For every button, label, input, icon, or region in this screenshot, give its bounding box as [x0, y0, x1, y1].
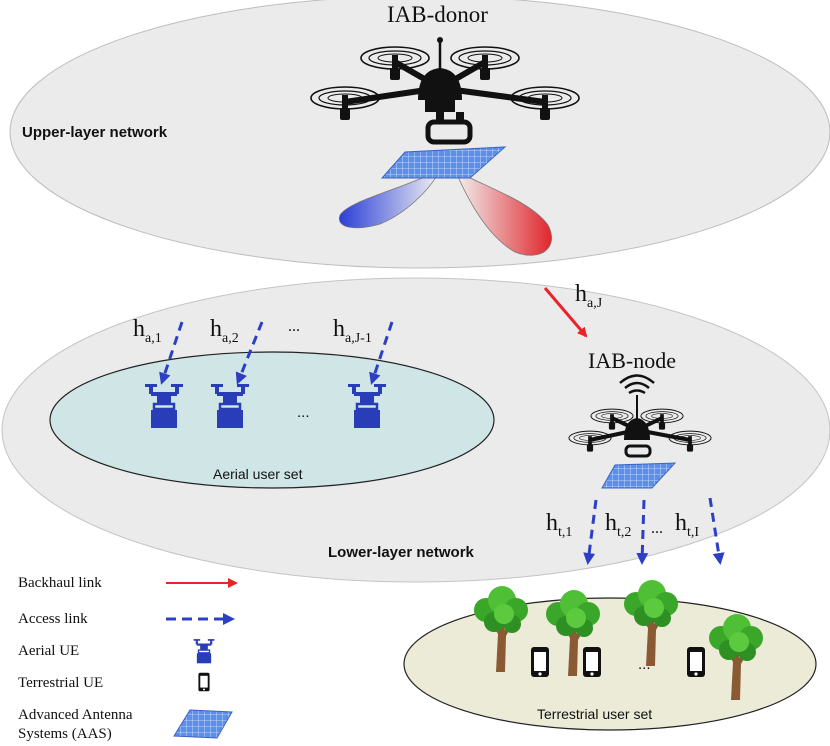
aerial-access-link-2	[235, 321, 264, 385]
aerial-channel-ellipsis: ...	[288, 318, 300, 335]
aerial-channel-label-2: ha,2	[210, 316, 239, 346]
red-beam	[454, 169, 552, 256]
legend-backhaul-label: Backhaul link	[18, 575, 102, 591]
aerial-channel-label-1: ha,1	[133, 316, 162, 346]
terrestrial-ue-2	[583, 647, 601, 677]
backhaul-channel-label: ha,J	[575, 281, 603, 311]
terrestrial-ue-3	[687, 647, 705, 677]
legend-aerial-ue-label: Aerial UE	[18, 643, 80, 659]
terrestrial-channel-label-2: ht,2	[605, 510, 632, 540]
legend-access-label: Access link	[18, 611, 88, 627]
backhaul-link-arrow	[543, 287, 588, 338]
upper-layer-ellipse	[9, 0, 830, 269]
legend-aerial-ue-icon	[192, 638, 216, 664]
aerial-access-link-3	[369, 321, 394, 385]
aerial-access-link-1	[159, 321, 184, 385]
terrestrial-channel-ellipsis: ...	[651, 520, 663, 537]
aerial-user-set-label: Aerial user set	[213, 466, 303, 482]
donor-beams	[339, 169, 552, 256]
aerial-channel-label-3: ha,J-1	[333, 316, 372, 346]
donor-aas-panel	[380, 146, 507, 179]
terrestrial-ue-ellipsis: ...	[638, 656, 651, 673]
terrestrial-channel-label-3: ht,I	[675, 510, 700, 540]
upper-layer-network-label: Upper-layer network	[22, 124, 168, 141]
terrestrial-ue-1	[531, 647, 549, 677]
iab-donor-label: IAB-donor	[387, 2, 488, 27]
iab-node-label: IAB-node	[588, 348, 676, 373]
lower-layer-network-label: Lower-layer network	[328, 544, 474, 561]
terrestrial-access-link-1	[583, 499, 598, 565]
terrestrial-channel-label-1: ht,1	[546, 510, 573, 540]
terrestrial-access-link-2	[636, 499, 649, 565]
iab-node-drone	[568, 374, 712, 458]
iab-donor-drone	[310, 37, 580, 145]
legend-phone-icon	[198, 672, 210, 692]
terrestrial-user-set-label: Terrestrial user set	[537, 706, 653, 722]
aerial-ue-ellipsis: ...	[297, 404, 310, 421]
terrestrial-access-link-3	[708, 497, 725, 565]
blue-beam	[339, 169, 441, 229]
node-aas-panel	[601, 462, 677, 489]
legend-antenna-panel-icon	[173, 709, 233, 739]
legend-terrestrial-ue-label: Terrestrial UE	[18, 675, 104, 691]
legend-aas-label: Advanced Antenna Systems (AAS)	[18, 707, 133, 742]
